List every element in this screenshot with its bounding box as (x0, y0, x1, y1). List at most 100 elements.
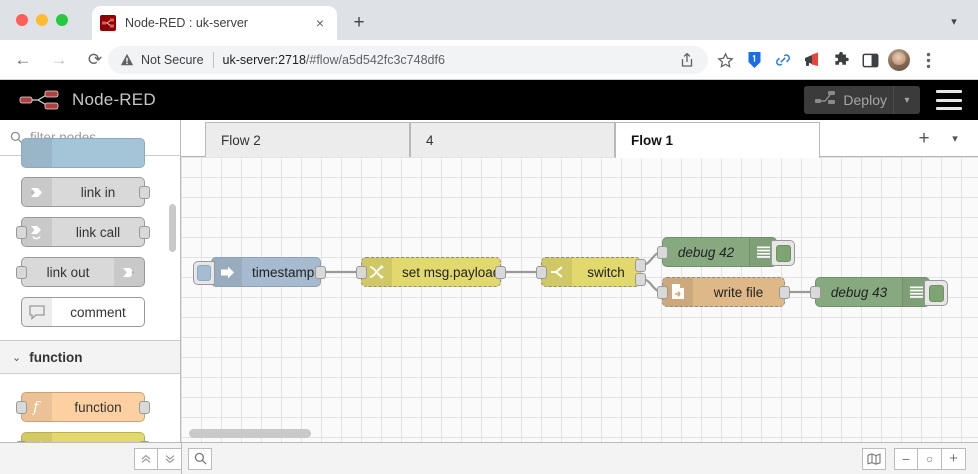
node-input-port[interactable] (657, 286, 668, 299)
zoom-controls: − ○ + (894, 447, 966, 470)
new-tab-button[interactable]: + (353, 12, 365, 33)
flow-node-label: debug 43 (830, 284, 888, 300)
flow-node-write-file[interactable]: write file (657, 277, 790, 307)
node-divider (902, 278, 903, 306)
flow-tab-4[interactable]: 4 (410, 122, 615, 157)
window-close-button[interactable] (16, 14, 28, 26)
url-text: uk-server:2718/#flow/a5d542fc3c748df6 (223, 53, 445, 67)
palette-category-function[interactable]: ⌄ function (0, 340, 180, 374)
zoom-in-button[interactable]: + (942, 447, 966, 470)
file-write-icon (663, 278, 693, 306)
close-icon[interactable]: × (315, 15, 325, 31)
flow-search-button[interactable] (188, 447, 212, 470)
switch-branch-icon (542, 258, 572, 286)
node-output-port[interactable] (779, 286, 790, 299)
palette-scrollbar[interactable] (169, 204, 176, 252)
toolbar-divider (0, 79, 978, 80)
share-icon[interactable] (679, 52, 695, 68)
chevron-down-icon: ⌄ (12, 351, 22, 364)
flow-tab-label: Flow 2 (221, 132, 261, 148)
chevron-double-up-icon[interactable] (134, 447, 158, 470)
chevron-down-icon[interactable]: ▾ (951, 16, 957, 28)
not-secure-warning-icon (120, 53, 134, 66)
palette-collapse-controls (134, 447, 182, 470)
flow-node-switch[interactable]: switch (536, 257, 646, 287)
back-button[interactable]: ← (14, 50, 32, 69)
node-output-port[interactable] (139, 226, 150, 239)
node-output-port[interactable] (139, 186, 150, 199)
inject-trigger-button[interactable] (193, 261, 215, 285)
canvas-horizontal-scrollbar[interactable] (189, 429, 311, 438)
debug-enable-button[interactable] (924, 280, 948, 306)
side-panel-icon[interactable] (857, 47, 883, 73)
node-palette: filter nodes link in link cal (0, 120, 181, 442)
palette-node-link-in[interactable]: link in (21, 177, 150, 207)
node-input-port[interactable] (16, 401, 27, 414)
node-input-port[interactable] (356, 266, 367, 279)
flow-node-label: debug 42 (677, 244, 735, 260)
palette-node-label: comment (70, 304, 126, 320)
node-input-port[interactable] (536, 266, 547, 279)
palette-node-switch[interactable]: switch (16, 432, 150, 442)
map-navigator-icon[interactable] (862, 447, 886, 470)
node-output-port[interactable] (139, 401, 150, 414)
reload-button[interactable]: ⟳ (87, 50, 103, 69)
node-output-port-1[interactable] (635, 259, 646, 272)
palette-node-clipped[interactable] (21, 138, 145, 168)
palette-node-link-out[interactable]: link out (16, 257, 145, 287)
palette-category-label: function (29, 349, 83, 365)
browser-tab[interactable]: Node-RED : uk-server × (92, 6, 337, 40)
flow-node-debug-43[interactable]: debug 43 (810, 277, 948, 307)
kebab-menu-icon[interactable] (915, 47, 941, 73)
forward-button[interactable]: → (50, 50, 68, 69)
palette-node-comment[interactable]: comment (21, 297, 145, 327)
onepassword-icon[interactable] (741, 47, 767, 73)
profile-avatar[interactable] (886, 47, 912, 73)
zoom-out-button[interactable]: − (894, 447, 918, 470)
node-input-port[interactable] (16, 266, 27, 279)
palette-node-function[interactable]: f function (16, 392, 150, 422)
node-input-port[interactable] (657, 246, 668, 259)
palette-node-link-call[interactable]: link call (16, 217, 150, 247)
flow-canvas[interactable]: timestamp set msg.payload switch (181, 157, 978, 442)
node-output-port[interactable] (495, 266, 506, 279)
browser-extension-icons (712, 46, 941, 74)
node-input-port[interactable] (16, 226, 27, 239)
zoom-reset-button[interactable]: ○ (918, 447, 942, 470)
address-bar[interactable]: Not Secure uk-server:2718/#flow/a5d542fc… (108, 46, 708, 74)
node-output-port-2[interactable] (635, 273, 646, 286)
flow-tab-menu-icon[interactable]: ▾ (952, 133, 958, 145)
hamburger-menu-icon[interactable] (936, 90, 962, 110)
window-minimize-button[interactable] (36, 14, 48, 26)
footer-bar: − ○ + (0, 442, 978, 474)
link-icon[interactable] (770, 47, 796, 73)
flow-tab-flow-2[interactable]: Flow 2 (205, 122, 410, 157)
node-output-port[interactable] (139, 441, 150, 442)
flow-tab-flow-1[interactable]: Flow 1 (615, 122, 820, 158)
function-fx-icon: f (22, 393, 52, 421)
deploy-button[interactable]: Deploy ▾ (804, 86, 920, 114)
flow-node-label: write file (713, 284, 764, 300)
chevron-double-down-icon[interactable] (158, 447, 182, 470)
window-maximize-button[interactable] (56, 14, 68, 26)
flow-node-inject[interactable]: timestamp (193, 257, 326, 287)
flow-node-debug-42[interactable]: debug 42 (657, 237, 795, 267)
clipped-node-icon (22, 139, 52, 167)
megaphone-icon[interactable] (799, 47, 825, 73)
search-icon[interactable] (188, 447, 212, 470)
flow-tab-bar: Flow 2 4 Flow 1 + ▾ (181, 120, 978, 158)
canvas-view-controls: − ○ + (862, 447, 966, 470)
nodered-brand-label: Node-RED (72, 90, 156, 109)
deploy-label: Deploy (843, 92, 887, 108)
star-icon[interactable] (712, 47, 738, 73)
node-divider (749, 238, 750, 266)
chevron-down-icon[interactable]: ▾ (904, 94, 910, 106)
node-output-port[interactable] (315, 266, 326, 279)
debug-enable-button[interactable] (771, 240, 795, 266)
node-input-port[interactable] (810, 286, 821, 299)
flow-node-change[interactable]: set msg.payload (356, 257, 506, 287)
extensions-puzzle-icon[interactable] (828, 47, 854, 73)
add-flow-button[interactable]: + (918, 128, 930, 149)
switch-icon (22, 433, 52, 442)
node-input-port[interactable] (16, 441, 27, 442)
